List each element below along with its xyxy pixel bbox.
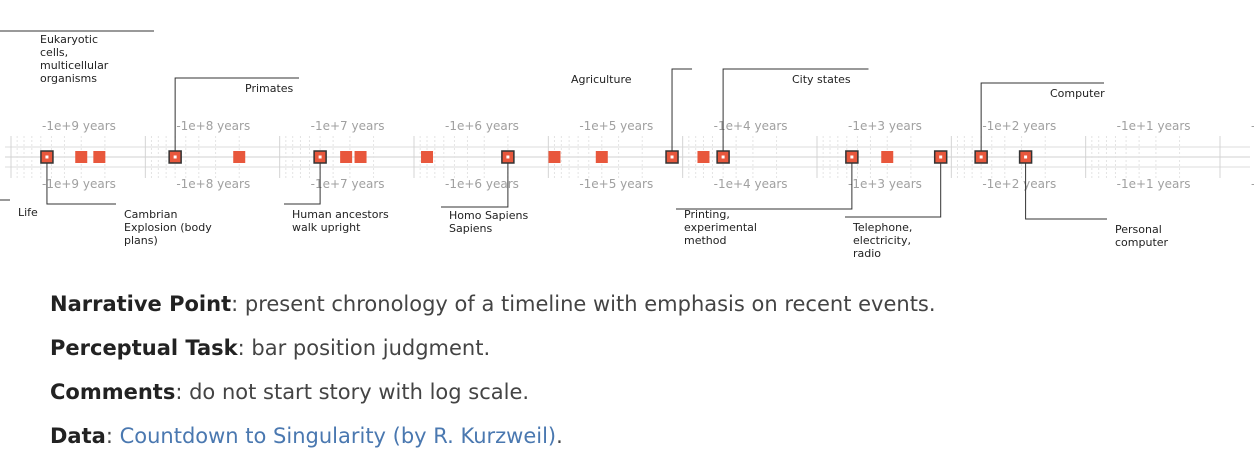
- event-connector: [284, 162, 321, 205]
- event-label: Life: [18, 206, 38, 219]
- tick-label-top: -1e+3 years: [848, 119, 922, 133]
- event-marker-dot: [506, 155, 510, 159]
- event-label: Agriculture: [571, 73, 632, 86]
- note-comments: Comments: do not start story with log sc…: [50, 372, 1200, 416]
- event-label: Telephone,electricity,radio: [852, 221, 912, 260]
- event-marker-dot: [721, 155, 725, 159]
- note-key: Data: [50, 424, 106, 448]
- tick-label-top: -1e+9 years: [42, 119, 116, 133]
- tick-label-bottom: -1e+7 years: [311, 177, 385, 191]
- event-marker: [881, 151, 894, 163]
- event-connector: [845, 162, 942, 218]
- note-key: Perceptual Task: [50, 336, 238, 360]
- tick-label-bottom: -1e+2 years: [982, 177, 1056, 191]
- tick-label-bottom: -1e+3 years: [848, 177, 922, 191]
- event-marker: [354, 151, 367, 163]
- event-marker-dot: [173, 155, 177, 159]
- note-key: Comments: [50, 380, 176, 404]
- event-marker: [233, 151, 246, 163]
- event-connector: [0, 30, 154, 32]
- tick-label-bottom: -1e+9 years: [42, 177, 116, 191]
- event-marker: [340, 151, 353, 163]
- event-marker-dot: [318, 155, 322, 159]
- tick-label-bottom: -1e+5 years: [579, 177, 653, 191]
- event-marker: [548, 151, 561, 163]
- note-text: : bar position judgment.: [237, 336, 491, 360]
- tick-label-bottom: -1e+6 years: [445, 177, 519, 191]
- event-connector: [441, 162, 509, 208]
- event-marker-dot: [979, 155, 983, 159]
- event-connector: [980, 82, 1104, 152]
- tick-label-bottom: -1e+1 years: [1117, 177, 1191, 191]
- tick-label-top: -1e+5 years: [579, 119, 653, 133]
- tick-label-top: -1e+7 years: [311, 119, 385, 133]
- timeline-chart: -1e+9 years -1e+9 years -1e+8 years -1e+8 y…: [0, 30, 1254, 260]
- data-source-link[interactable]: Countdown to Singularity (by R. Kurzweil…: [119, 424, 557, 448]
- event-marker-dot: [1024, 155, 1028, 159]
- event-connector: [722, 68, 869, 152]
- event-label: Primates: [245, 82, 294, 95]
- event-connector: [46, 162, 116, 205]
- note-narrative-point: Narrative Point: present chronology of a…: [50, 284, 1200, 328]
- note-text: : present chronology of a timeline with …: [231, 292, 936, 316]
- event-connector: [174, 77, 299, 152]
- note-text: :: [105, 424, 120, 448]
- tick-label-bottom: -1e+0 years: [1251, 177, 1254, 191]
- tick-label-top: -1e+6 years: [445, 119, 519, 133]
- event-marker-dot: [45, 155, 49, 159]
- event-marker-dot: [850, 155, 854, 159]
- tick-label-top: -1e+2 years: [982, 119, 1056, 133]
- event-connector: [671, 68, 693, 152]
- event-label: City states: [792, 73, 851, 86]
- event-marker-dot: [939, 155, 943, 159]
- tick-label-top: -1e+8 years: [176, 119, 250, 133]
- note-perceptual-task: Perceptual Task: bar position judgment.: [50, 328, 1200, 372]
- event-marker: [421, 151, 434, 163]
- tick-label-top: -1e+4 years: [714, 119, 788, 133]
- event-marker-dot: [670, 155, 674, 159]
- event-connector: [676, 162, 853, 210]
- tick-label-top: -1e+1 years: [1117, 119, 1191, 133]
- notes: Narrative Point: present chronology of a…: [50, 284, 1200, 460]
- event-connector: [1025, 162, 1107, 220]
- tick-label-bottom: -1e+8 years: [176, 177, 250, 191]
- event-marker: [595, 151, 608, 163]
- note-key: Narrative Point: [50, 292, 232, 316]
- event-marker: [75, 151, 88, 163]
- event-label: Computer: [1050, 87, 1105, 100]
- event-connector: [0, 199, 10, 201]
- event-marker: [697, 151, 710, 163]
- note-after: .: [556, 424, 563, 448]
- tick-label-top: -1e+0 years: [1251, 119, 1254, 133]
- note-text: : do not start story with log scale.: [175, 380, 530, 404]
- event-marker: [93, 151, 106, 163]
- note-data: Data: Countdown to Singularity (by R. Ku…: [50, 416, 1200, 460]
- tick-label-bottom: -1e+4 years: [714, 177, 788, 191]
